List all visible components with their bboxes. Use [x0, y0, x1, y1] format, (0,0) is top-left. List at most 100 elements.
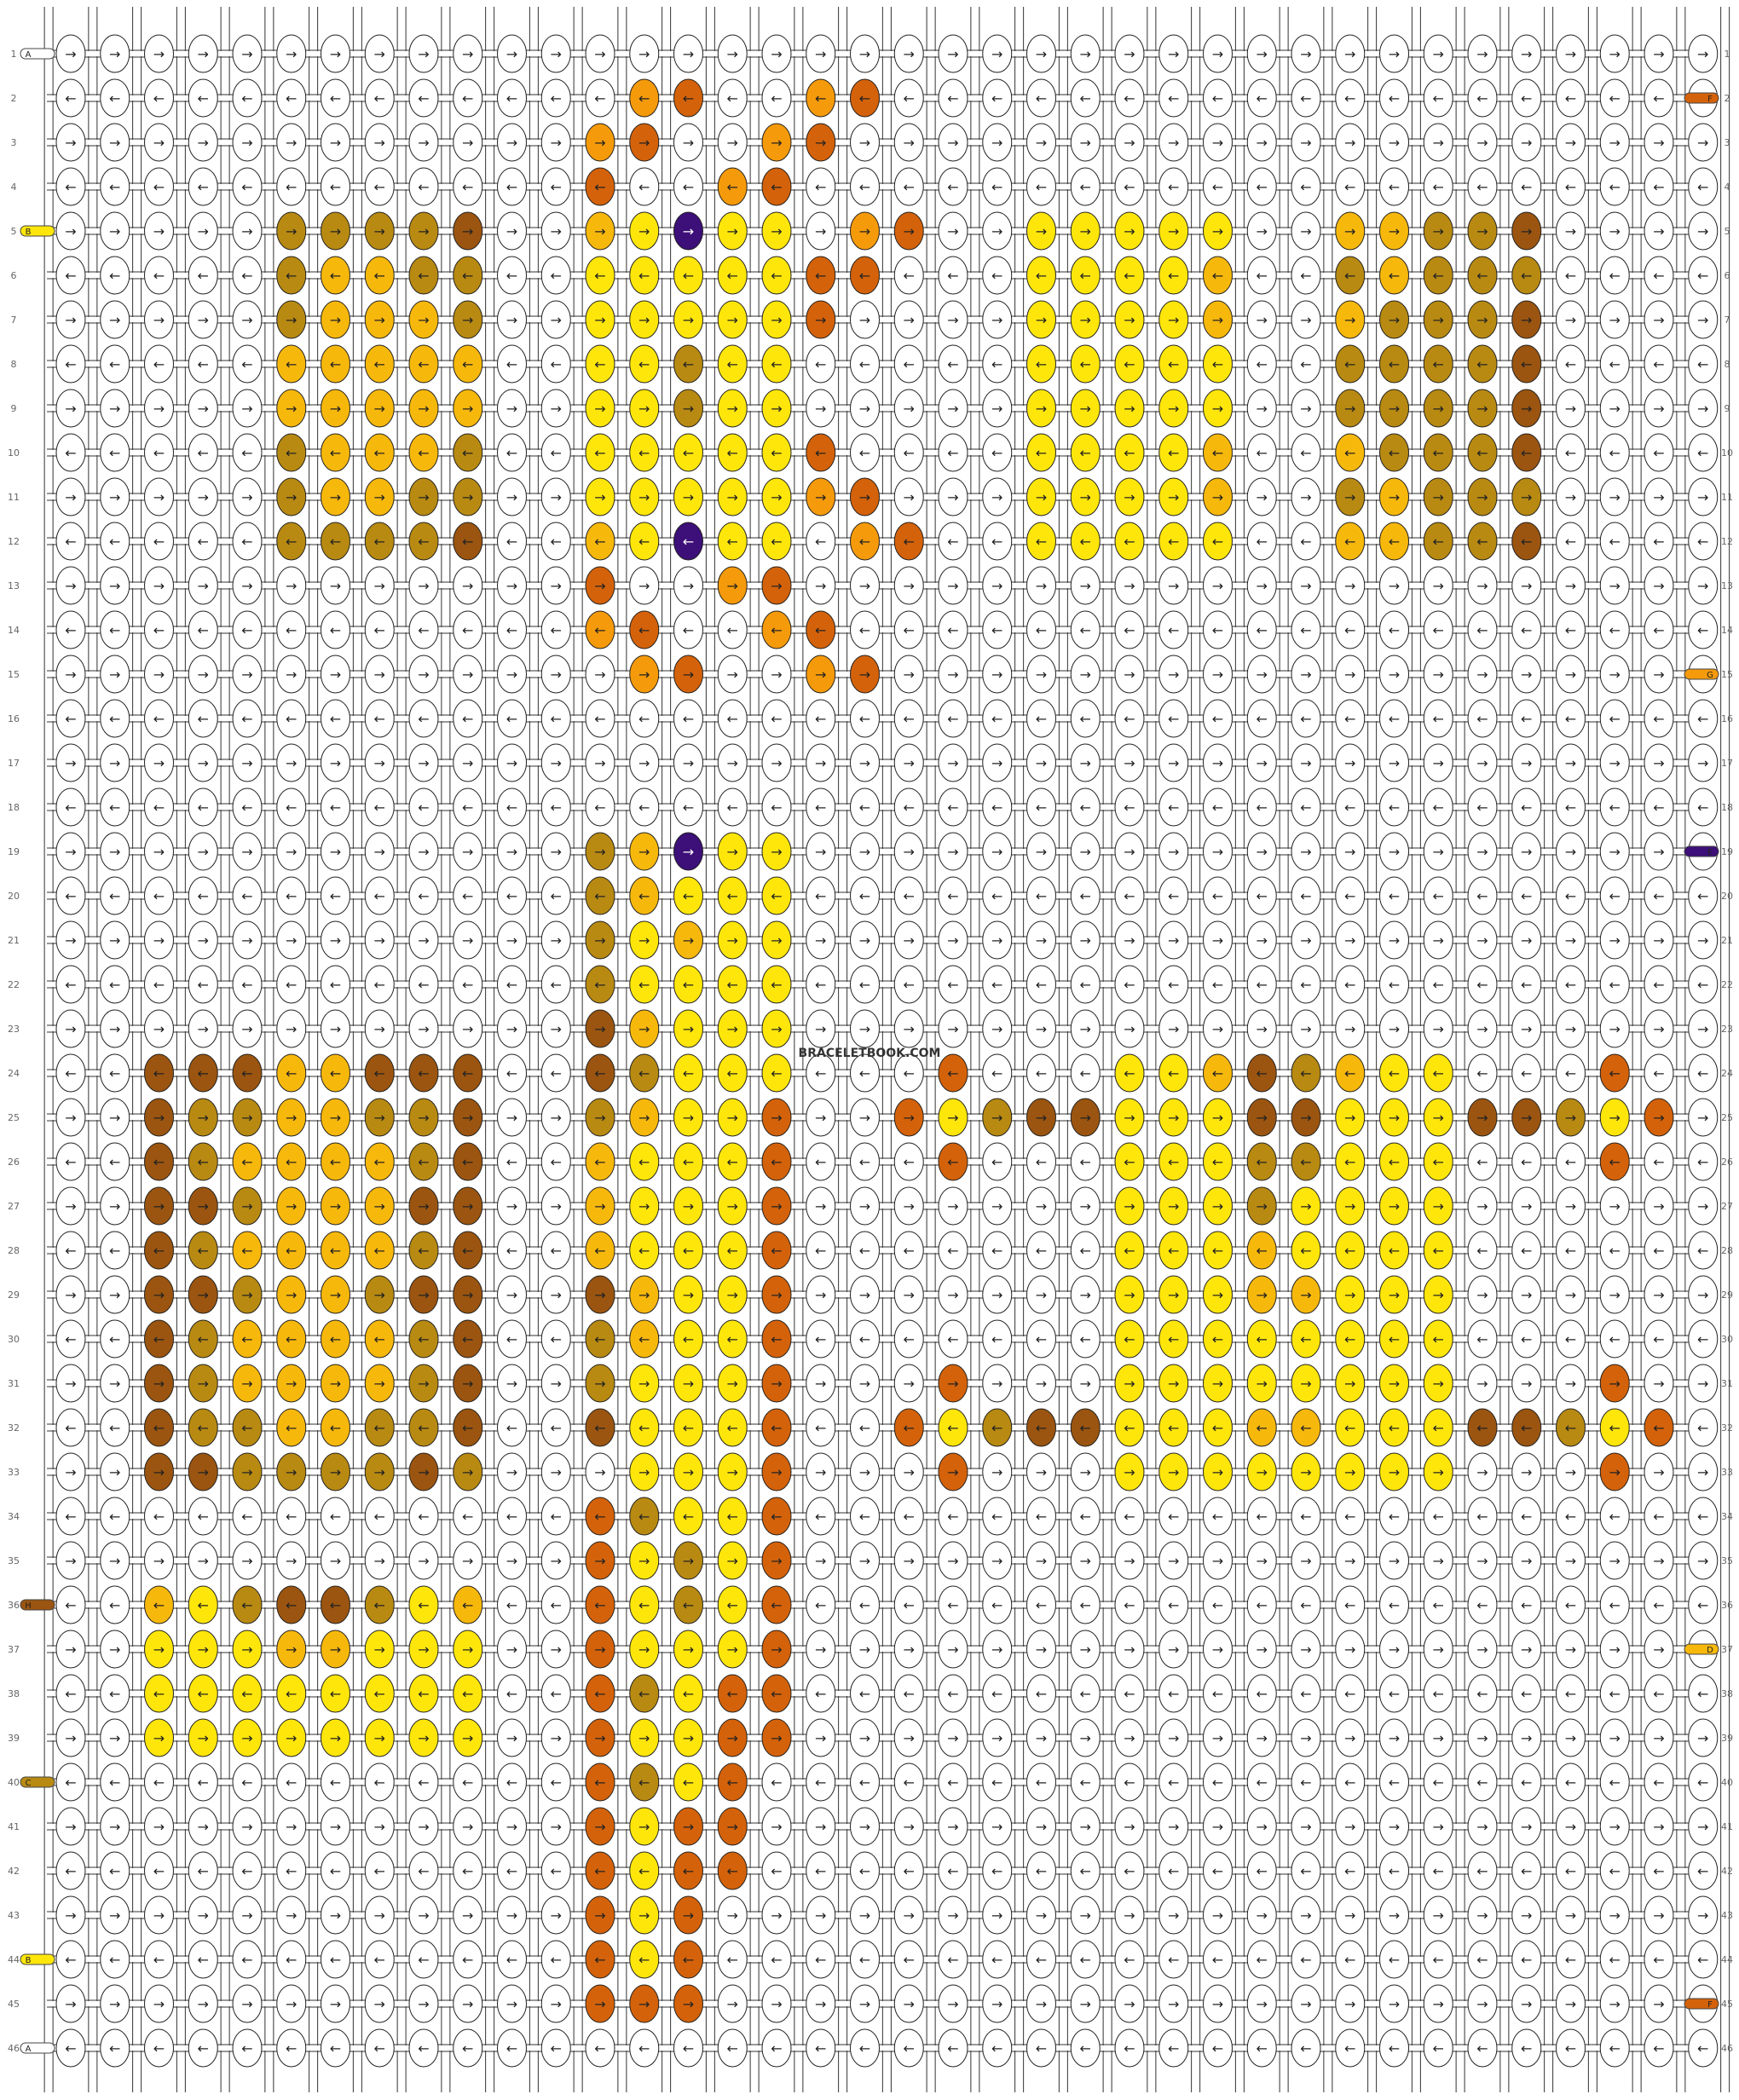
arrow-left-icon: ← — [1080, 1065, 1091, 1082]
knot: → — [673, 1275, 703, 1314]
knot: → — [1114, 123, 1145, 162]
arrow-left-icon: ← — [1609, 977, 1621, 993]
arrow-right-icon: → — [418, 46, 429, 62]
knot: ← — [761, 1319, 792, 1359]
arrow-right-icon: → — [1300, 46, 1311, 62]
arrow-left-icon: ← — [947, 711, 958, 727]
knot: → — [585, 743, 615, 782]
knot: ← — [100, 1851, 130, 1890]
arrow-right-icon: → — [330, 844, 341, 860]
arrow-right-icon: → — [859, 1198, 870, 1214]
knot: → — [321, 1984, 350, 2023]
knot: ← — [1644, 344, 1674, 384]
arrow-left-icon: ← — [727, 268, 738, 284]
knot: ← — [1291, 433, 1321, 472]
arrow-right-icon: → — [1212, 1287, 1223, 1303]
arrow-left-icon: ← — [1212, 1243, 1223, 1259]
knot: → — [1556, 389, 1586, 428]
arrow-right-icon: → — [1168, 312, 1179, 328]
arrow-right-icon: → — [1124, 932, 1135, 949]
knot: ← — [1203, 876, 1233, 915]
knot: ← — [1203, 2028, 1233, 2068]
arrow-left-icon: ← — [1389, 534, 1400, 550]
knot: → — [1423, 123, 1453, 162]
knot: → — [938, 477, 968, 516]
knot: ← — [585, 1762, 615, 1802]
knot: → — [673, 1541, 703, 1580]
arrow-right-icon: → — [418, 666, 429, 683]
arrow-left-icon: ← — [815, 622, 826, 638]
knot: ← — [673, 344, 703, 384]
knot: → — [893, 920, 924, 960]
knot: → — [408, 832, 439, 871]
knot: ← — [585, 78, 615, 118]
arrow-left-icon: ← — [1521, 1863, 1532, 1879]
knot: → — [1246, 477, 1277, 516]
knot: → — [938, 1984, 968, 2023]
arrow-right-icon: → — [1389, 755, 1400, 771]
arrow-right-icon: → — [1168, 1021, 1179, 1037]
knot: → — [1379, 920, 1409, 960]
row-number-right: 7 — [1725, 314, 1730, 326]
knot: ← — [1203, 788, 1233, 827]
arrow-left-icon: ← — [771, 1774, 782, 1791]
knot: ← — [540, 1497, 571, 1536]
knot: → — [982, 1541, 1013, 1580]
knot: → — [1026, 1452, 1056, 1491]
arrow-left-icon: ← — [1653, 2040, 1664, 2057]
knot: ← — [144, 788, 174, 827]
knot: ← — [585, 256, 615, 295]
knot: → — [497, 1452, 527, 1491]
knot: ← — [673, 1585, 703, 1624]
arrow-right-icon: → — [1433, 755, 1444, 771]
knot: → — [1246, 566, 1277, 605]
knot: ← — [1379, 1408, 1409, 1447]
knot: → — [1556, 1364, 1586, 1403]
arrow-right-icon: → — [771, 1464, 782, 1480]
arrow-right-icon: → — [286, 46, 297, 62]
row-number-left: 15 — [8, 669, 20, 680]
knot: ← — [1644, 78, 1674, 118]
arrow-right-icon: → — [1697, 223, 1708, 239]
knot: ← — [629, 1142, 660, 1181]
arrow-left-icon: ← — [1344, 1863, 1355, 1879]
knot: ← — [893, 167, 924, 206]
arrow-left-icon: ← — [1653, 179, 1664, 195]
arrow-left-icon: ← — [551, 1420, 562, 1436]
arrow-left-icon: ← — [153, 1952, 165, 1968]
knot: → — [761, 655, 792, 694]
arrow-right-icon: → — [374, 312, 385, 328]
knot: → — [938, 34, 968, 73]
arrow-left-icon: ← — [1697, 1686, 1708, 1702]
knot: → — [806, 1009, 836, 1048]
right-string-tag: F — [1684, 92, 1719, 104]
knot: → — [1114, 1895, 1145, 1935]
knot: ← — [1599, 1408, 1630, 1447]
arrow-left-icon: ← — [1257, 534, 1268, 550]
arrow-right-icon: → — [771, 666, 782, 683]
arrow-right-icon: → — [727, 1376, 738, 1392]
arrow-right-icon: → — [947, 578, 958, 594]
knot: → — [232, 1186, 263, 1226]
knot: ← — [1511, 1497, 1542, 1536]
knot: ← — [453, 788, 483, 827]
knot: ← — [1688, 1231, 1719, 1270]
knot: → — [188, 1098, 218, 1137]
arrow-right-icon: → — [374, 1198, 385, 1214]
knot: ← — [321, 1142, 350, 1181]
knot: → — [453, 389, 483, 428]
knot: ← — [1291, 1762, 1321, 1802]
knot: ← — [144, 1142, 174, 1181]
knot: ← — [1644, 1762, 1674, 1802]
knot: ← — [55, 1408, 86, 1447]
knot: ← — [232, 2028, 263, 2068]
knot: → — [1070, 1895, 1101, 1935]
arrow-left-icon: ← — [374, 1686, 385, 1702]
knot: ← — [497, 610, 527, 649]
arrow-right-icon: → — [198, 932, 209, 949]
knot: ← — [1114, 1231, 1145, 1270]
knot: → — [276, 1364, 307, 1403]
knot: ← — [1070, 1851, 1101, 1890]
arrow-left-icon: ← — [727, 1243, 738, 1259]
arrow-left-icon: ← — [330, 445, 341, 461]
